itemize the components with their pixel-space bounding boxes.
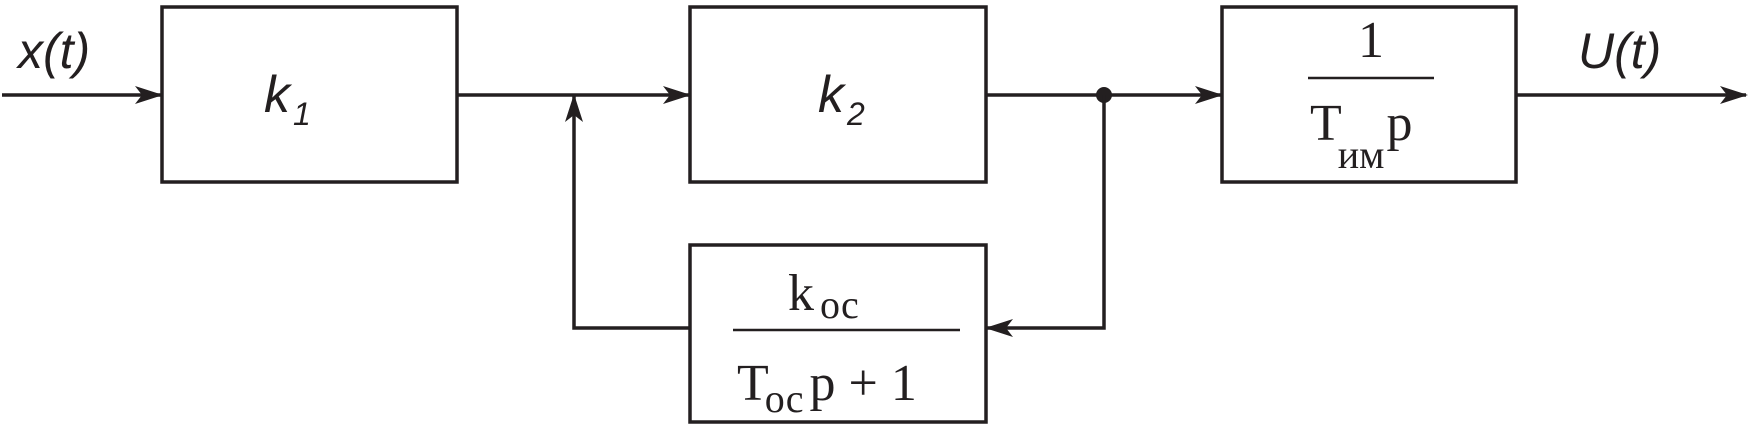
gain-k2-subscript: 2 <box>846 96 865 132</box>
integrator-numerator: 1 <box>1358 12 1384 69</box>
integrator-den-symbol: T <box>1310 95 1342 152</box>
gain-block-k1: k1 <box>160 5 459 184</box>
gain-k1-symbol: k <box>264 66 293 124</box>
gain-k1-subscript: 1 <box>293 96 311 132</box>
integrator-den-operator: p <box>1386 95 1412 152</box>
feedback-num-subscript: ос <box>820 282 859 327</box>
gain-k2-symbol: k <box>818 66 847 124</box>
feedback-wire-in <box>985 95 1106 337</box>
integrator-den-subscript: им <box>1338 132 1385 177</box>
feedback-num-symbol: k <box>788 265 814 322</box>
feedback-den-symbol: T <box>737 355 769 412</box>
input-signal-label: x(t) <box>16 23 90 79</box>
gain-k2-label: k2 <box>818 66 865 132</box>
feedback-den-subscript: ос <box>765 376 804 421</box>
feedback-den-operator: p + 1 <box>810 355 917 412</box>
gain-block-k1-frame <box>160 5 459 184</box>
gain-block-k2: k2 <box>688 5 988 184</box>
gain-k1-label: k1 <box>264 66 311 132</box>
feedback-block-frame <box>688 243 988 424</box>
feedback-wire-out <box>565 94 690 330</box>
output-signal-label: U(t) <box>1578 23 1661 79</box>
